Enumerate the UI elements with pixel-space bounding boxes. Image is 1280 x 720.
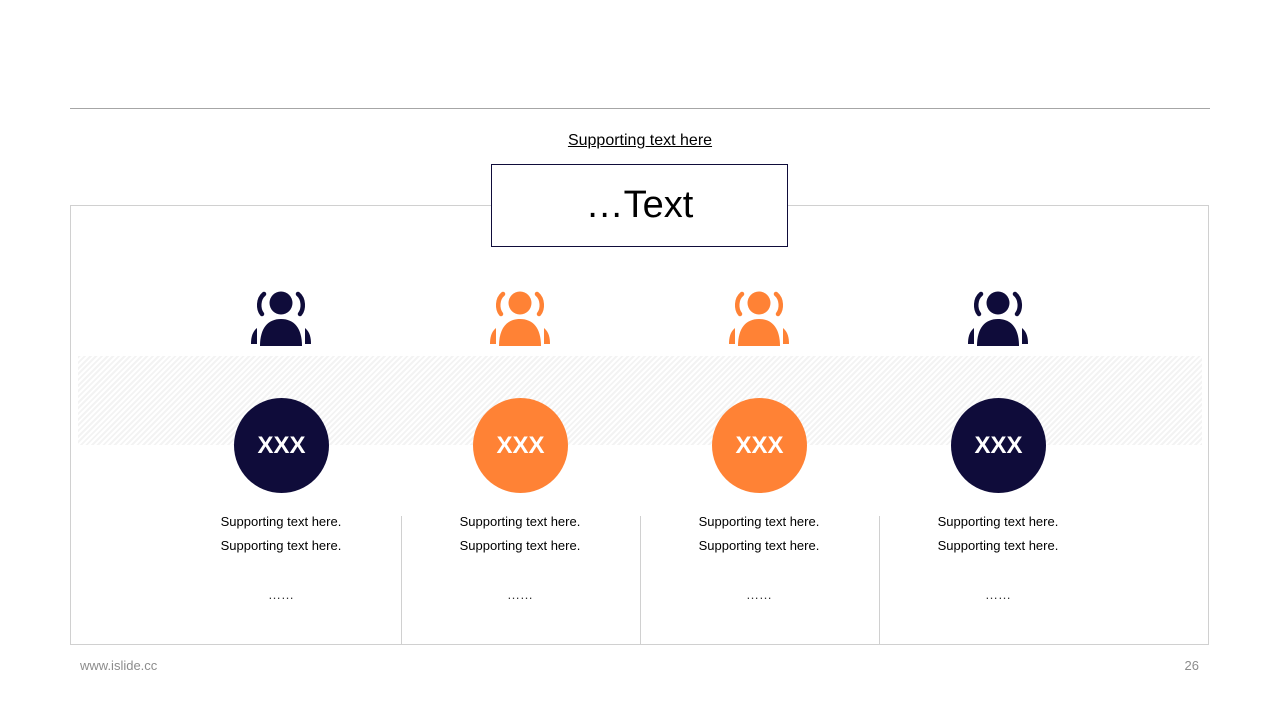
item-badge: XXX [951,398,1046,493]
item-text-line: Supporting text here. [459,514,581,529]
item-badge-label: XXX [257,431,306,459]
people-icon [729,291,789,346]
item-text-line: Supporting text here. [459,538,581,553]
item-text-line: Supporting text here. [937,514,1059,529]
column-divider [640,516,641,644]
top-divider [70,108,1210,109]
people-icon [490,291,550,346]
page-number: 26 [1184,658,1199,673]
item-badge-label: XXX [735,431,784,459]
item-badge: XXX [712,398,807,493]
people-icon [251,291,311,346]
column-divider [879,516,880,644]
item-ellipsis: …… [268,587,294,602]
slide-title: …Text [585,184,694,226]
people-icon [968,291,1028,346]
item-ellipsis: …… [746,587,772,602]
item-text-line: Supporting text here. [698,514,820,529]
item-badge-label: XXX [974,431,1023,459]
item-ellipsis: …… [507,587,533,602]
column-divider [401,516,402,644]
item-text-line: Supporting text here. [698,538,820,553]
item-badge: XXX [234,398,329,493]
footer-url: www.islide.cc [80,658,158,673]
item-badge: XXX [473,398,568,493]
title-box: …Text [491,164,788,247]
slide-subtitle: Supporting text here [567,132,713,149]
item-column-3: XXX Supporting text here. Supporting tex… [639,0,879,720]
item-ellipsis: …… [985,587,1011,602]
item-column-1: XXX Supporting text here. Supporting tex… [161,0,401,720]
item-text-line: Supporting text here. [937,538,1059,553]
item-badge-label: XXX [496,431,545,459]
item-text-line: Supporting text here. [220,538,342,553]
item-column-4: XXX Supporting text here. Supporting tex… [878,0,1118,720]
item-column-2: XXX Supporting text here. Supporting tex… [400,0,640,720]
item-text-line: Supporting text here. [220,514,342,529]
